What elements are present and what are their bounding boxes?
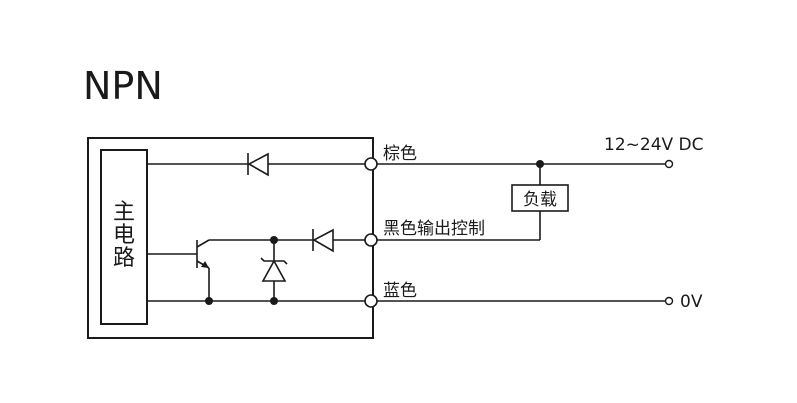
housing-terminals [364, 157, 378, 308]
black-output-wire [209, 228, 540, 253]
junction-dot-output [270, 236, 278, 244]
load-box [511, 184, 569, 212]
protection-diode [260, 240, 288, 301]
brown-wire-label: 棕色 [383, 144, 417, 164]
brown-wire [147, 152, 665, 177]
terminal-blue [364, 294, 378, 308]
main-circuit-char-2: 电 [113, 223, 135, 248]
terminal-ground [664, 296, 674, 306]
junction-dot-diode [270, 297, 278, 305]
npn-transistor [147, 239, 210, 301]
main-circuit-char-3: 路 [113, 246, 135, 271]
load-label: 负载 [523, 190, 557, 210]
supply-terminals [664, 159, 674, 306]
junction-dots [205, 160, 544, 305]
blue-wire-label: 蓝色 [383, 281, 417, 301]
supply-ground-label: 0V [680, 292, 703, 312]
diagram-title: NPN [83, 64, 163, 108]
black-wire-label: 黑色输出控制 [383, 219, 485, 239]
load: 负载 [511, 164, 569, 240]
main-circuit-block: 主 电 路 [100, 149, 148, 325]
supply-positive-label: 12~24V DC [604, 135, 704, 155]
terminal-brown [364, 157, 378, 171]
junction-dot-emitter [205, 297, 213, 305]
main-circuit-char-1: 主 [113, 200, 135, 225]
terminal-black [364, 233, 378, 247]
terminal-positive [664, 159, 674, 169]
